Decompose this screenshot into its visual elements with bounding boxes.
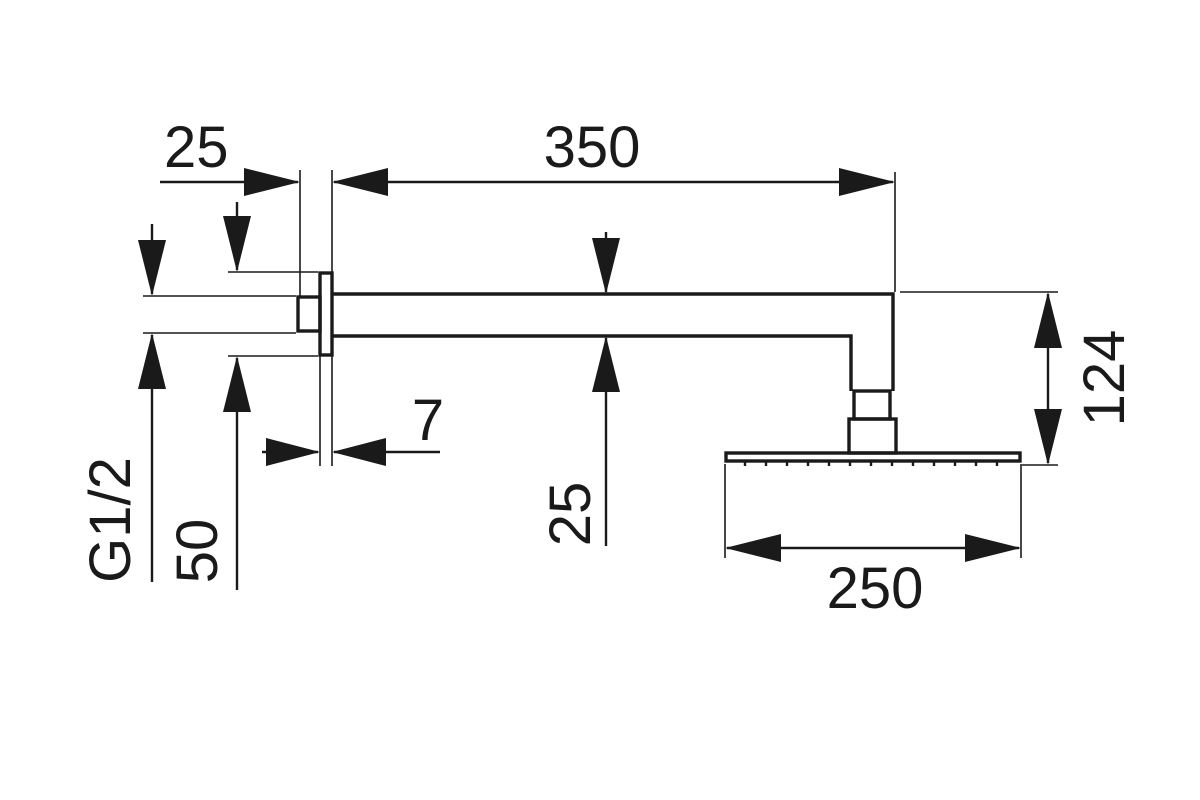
- dim-thread: G1/2: [78, 224, 166, 583]
- dim-head-width: 250: [725, 534, 1021, 621]
- dim-label-flange-depth: 25: [164, 115, 229, 180]
- dim-flange-height: 50: [165, 202, 251, 590]
- shower-assembly: [296, 271, 1022, 466]
- dim-label-flange-thickness: 7: [412, 388, 444, 453]
- dim-flange-thickness: 7: [262, 388, 444, 466]
- dim-label-head-width: 250: [827, 556, 924, 621]
- dim-label-arm-section: 25: [538, 482, 603, 547]
- dim-label-thread: G1/2: [78, 457, 143, 583]
- shower-arm: [332, 292, 895, 391]
- extension-lines: [143, 170, 1058, 558]
- dim-head-drop: 124: [1034, 292, 1137, 465]
- dim-label-flange-height: 50: [165, 519, 230, 584]
- swivel-joint: [852, 389, 892, 421]
- dim-label-arm-length: 350: [544, 115, 641, 180]
- wall-flange: [318, 271, 334, 357]
- flange-connector: [296, 295, 322, 333]
- dim-flange-depth: 25: [160, 115, 300, 196]
- shower-head-plate: [724, 451, 1022, 463]
- head-neck: [847, 417, 898, 455]
- nozzle-row: [743, 461, 999, 466]
- dim-label-head-drop: 124: [1072, 330, 1137, 427]
- dim-arm-length: 350: [332, 115, 895, 196]
- dim-arm-section: 25: [538, 232, 620, 546]
